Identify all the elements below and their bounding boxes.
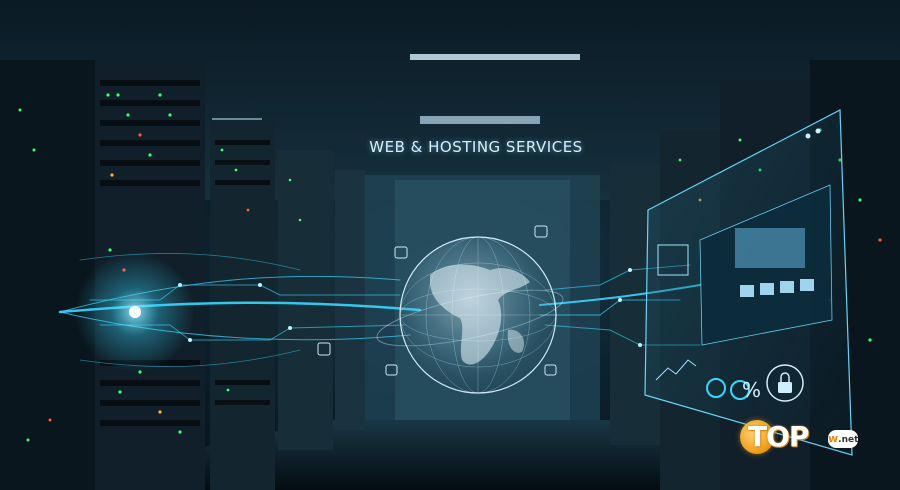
server-icon xyxy=(394,246,408,259)
logo-circle-icon xyxy=(740,420,774,454)
topw-logo[interactable]: TOP w.net xyxy=(738,416,864,458)
lock-icon xyxy=(766,364,804,402)
logo-net-text: .net xyxy=(838,435,859,445)
logo-domain-badge: w.net xyxy=(828,430,858,448)
qr-icon xyxy=(317,342,331,356)
shield-icon xyxy=(385,364,398,376)
logo-main-text: TOP xyxy=(748,420,809,453)
dashboard-percent-label: % xyxy=(742,378,762,402)
page-headline: WEB & HOSTING SERVICES xyxy=(369,138,583,156)
globe-icon xyxy=(376,236,564,394)
laptop-icon xyxy=(544,364,557,376)
dashboard-panel xyxy=(644,109,853,456)
document-icon xyxy=(534,225,548,238)
logo-w-text: w xyxy=(828,432,839,445)
